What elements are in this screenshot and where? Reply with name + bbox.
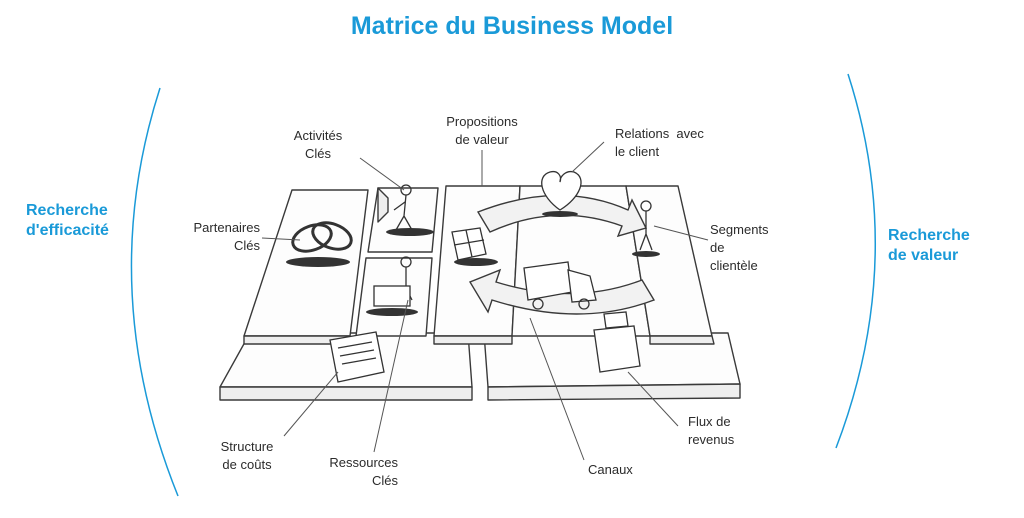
machine-icon — [373, 285, 411, 307]
left-side-label-line-2: d'efficacité — [26, 222, 109, 239]
worker-body-icon — [393, 194, 413, 231]
label-ressources-cles: Ressources Clés — [306, 454, 398, 490]
label-segments-line-1: Segments — [710, 222, 769, 237]
leader-partenaires — [261, 237, 301, 241]
label-ressources-line-2: Clés — [371, 473, 398, 488]
leader-flux — [627, 371, 679, 427]
leader-activites — [359, 157, 405, 191]
rings-shadow — [286, 257, 350, 267]
right-bracket-arc — [835, 73, 877, 449]
label-partenaires-line-2: Clés — [233, 238, 260, 253]
label-structure-line-1: Structure — [220, 439, 274, 454]
cost-structure-slab-front — [219, 386, 473, 401]
label-partenaires-line-1: Partenaires — [193, 220, 260, 235]
label-activites-cles: Activités Clés — [282, 127, 354, 163]
label-ressources-line-1: Ressources — [329, 455, 398, 470]
cash-register-screen-icon — [603, 311, 629, 329]
value-propositions-block-side — [433, 335, 513, 345]
rings-icon-right — [311, 221, 353, 251]
revenue-streams-slab-front — [487, 383, 741, 401]
label-flux-line-1: Flux de — [688, 414, 731, 429]
page-title: Matrice du Business Model — [350, 12, 674, 40]
key-activities-step — [377, 187, 389, 223]
label-partenaires-cles: Partenaires Clés — [168, 219, 260, 255]
heart-icon — [541, 170, 582, 211]
customer-shadow — [632, 251, 660, 257]
label-relations-client: Relations avec le client — [615, 125, 735, 161]
label-segments-line-2: de — [710, 240, 725, 255]
right-side-label-line-1: Recherche — [888, 227, 970, 244]
cash-register-icon — [593, 325, 641, 373]
left-side-label-line-1: Recherche — [26, 202, 108, 219]
rings-icon-left — [291, 223, 333, 253]
truck-wheel-front-icon — [578, 298, 590, 310]
label-flux-line-2: revenus — [688, 432, 735, 447]
label-relations-line-1: Relations avec — [615, 126, 704, 141]
label-activites-cles-line-2: Clés — [304, 146, 331, 161]
leader-canaux — [529, 317, 585, 461]
leader-structure — [283, 371, 339, 437]
label-activites-cles-line-1: Activités — [293, 128, 343, 143]
label-segments-clientele: Segments de clientèle — [710, 221, 800, 275]
heart-shadow — [542, 211, 578, 217]
customer-body-icon — [639, 211, 653, 251]
left-side-label: Recherche d'efficacité — [26, 201, 109, 241]
gift-shadow — [454, 258, 498, 266]
truck-wheel-back-icon — [532, 298, 544, 310]
label-canaux: Canaux — [588, 461, 658, 479]
label-relations-line-2: le client — [615, 144, 660, 159]
label-propositions-line-1: Propositions — [446, 114, 518, 129]
label-structure-line-2: de coûts — [222, 457, 272, 472]
truck-cab-icon — [567, 269, 597, 303]
gift-ribbon-icon — [453, 229, 485, 258]
leader-relations — [571, 141, 605, 173]
leader-ressources — [373, 299, 409, 453]
left-bracket-arc — [130, 87, 179, 497]
right-side-label-line-2: de valeur — [888, 247, 959, 264]
worker-shadow — [386, 228, 434, 236]
cost-document-lines-icon — [337, 341, 377, 365]
label-propositions-de-valeur: Propositions de valeur — [432, 113, 532, 149]
lower-flow-arrow — [468, 268, 656, 315]
right-side-label: Recherche de valeur — [888, 226, 970, 266]
machine-shadow — [366, 308, 418, 316]
cost-document-icon — [329, 331, 385, 383]
label-structure-de-couts: Structure de coûts — [204, 438, 290, 474]
label-canaux-line-1: Canaux — [588, 462, 633, 477]
label-segments-line-3: clientèle — [710, 258, 758, 273]
label-propositions-line-2: de valeur — [455, 132, 509, 147]
customer-segments-block-side — [649, 335, 715, 345]
leader-segments — [653, 225, 709, 241]
label-flux-de-revenus: Flux de revenus — [688, 413, 768, 449]
